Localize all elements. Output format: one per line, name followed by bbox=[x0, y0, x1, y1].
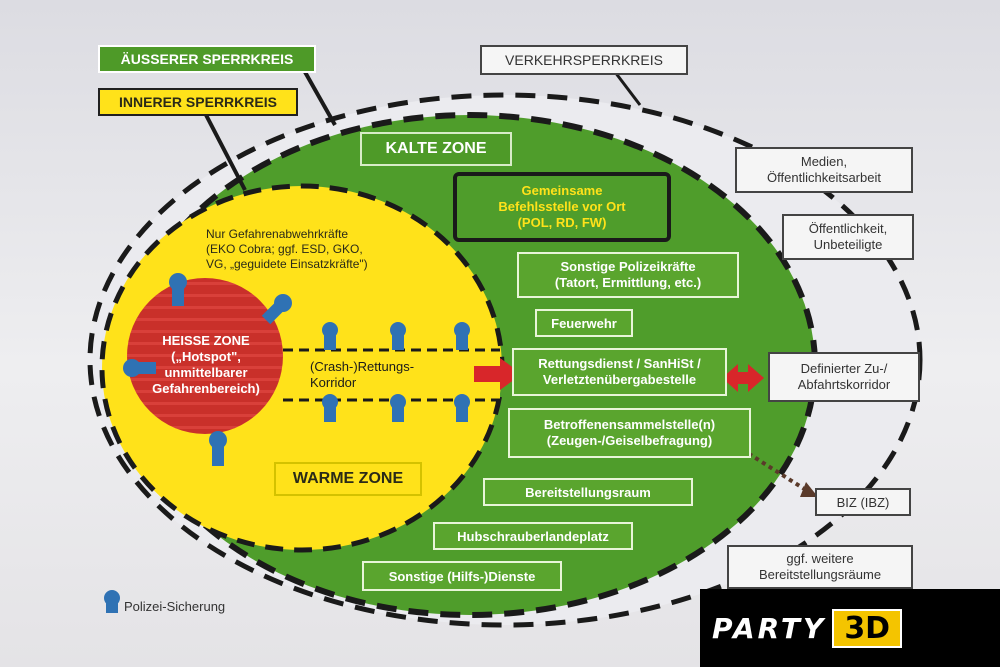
warm-zone-note: Nur Gefahrenabwehrkräfte (EKO Cobra; ggf… bbox=[206, 226, 368, 271]
legend-police-security: Polizei-Sicherung bbox=[124, 598, 226, 614]
warm-zone-label: WARME ZONE bbox=[274, 462, 422, 496]
hot-zone-label: HEISSE ZONE („Hotspot", unmittelbarer Ge… bbox=[152, 332, 260, 397]
media-box: Medien, Öffentlichkeitsarbeit bbox=[735, 147, 913, 193]
police-marker bbox=[209, 431, 227, 466]
police-marker bbox=[169, 273, 187, 306]
access-corridor-box: Definierter Zu-/ Abfahrtskorridor bbox=[768, 352, 920, 402]
police-marker bbox=[261, 294, 292, 325]
inner-cordon-label: INNERER SPERRKREIS bbox=[98, 88, 298, 116]
other-services-box: Sonstige (Hilfs-)Dienste bbox=[362, 561, 562, 591]
helipad-box: Hubschrauberlandeplatz bbox=[433, 522, 633, 550]
gathering-point-box: Betroffenensammelstelle(n) (Zeugen-/Geis… bbox=[508, 408, 751, 458]
leader-outer bbox=[303, 71, 337, 126]
police-markers bbox=[104, 273, 470, 613]
police-marker bbox=[390, 322, 406, 350]
rescue-corridor bbox=[283, 350, 500, 400]
leader-inner bbox=[203, 112, 247, 191]
traffic-cordon-label: VERKEHRSPERRKREIS bbox=[480, 45, 688, 75]
cold-zone-label: KALTE ZONE bbox=[360, 132, 512, 166]
dotted-arrow-head bbox=[800, 482, 818, 497]
staging-area-box: Bereitstellungsraum bbox=[483, 478, 693, 506]
police-marker bbox=[322, 394, 338, 422]
double-arrow-access bbox=[722, 364, 764, 392]
watermark-3d-text: 3D bbox=[832, 608, 903, 648]
arrow-to-rescue bbox=[474, 358, 522, 390]
police-marker bbox=[390, 394, 406, 422]
public-box: Öffentlichkeit, Unbeteiligte bbox=[782, 214, 914, 260]
police-marker bbox=[123, 359, 156, 377]
command-post-box: Gemeinsame Befehlsstelle vor Ort (POL, R… bbox=[453, 172, 671, 242]
rescue-service-box: Rettungsdienst / SanHiSt / Verletztenübe… bbox=[512, 348, 727, 396]
police-forces-box: Sonstige Polizeikräfte (Tatort, Ermittlu… bbox=[517, 252, 739, 298]
hot-zone-area bbox=[127, 278, 283, 434]
corridor-label: (Crash-)Rettungs- Korridor bbox=[310, 358, 415, 390]
police-marker bbox=[454, 322, 470, 350]
more-staging-box: ggf. weitere Bereitstellungsräume bbox=[727, 545, 913, 589]
legend-police-marker bbox=[104, 590, 120, 613]
outer-cordon-label: ÄUSSERER SPERRKREIS bbox=[98, 45, 316, 73]
dotted-arrow-biz bbox=[733, 443, 808, 492]
police-marker bbox=[322, 322, 338, 350]
fire-department-box: Feuerwehr bbox=[535, 309, 633, 337]
party3d-watermark: PARTY 3D bbox=[700, 589, 1000, 667]
leader-traffic bbox=[613, 71, 642, 106]
police-marker bbox=[454, 394, 470, 422]
watermark-party-text: PARTY bbox=[712, 611, 827, 645]
biz-box: BIZ (IBZ) bbox=[815, 488, 911, 516]
